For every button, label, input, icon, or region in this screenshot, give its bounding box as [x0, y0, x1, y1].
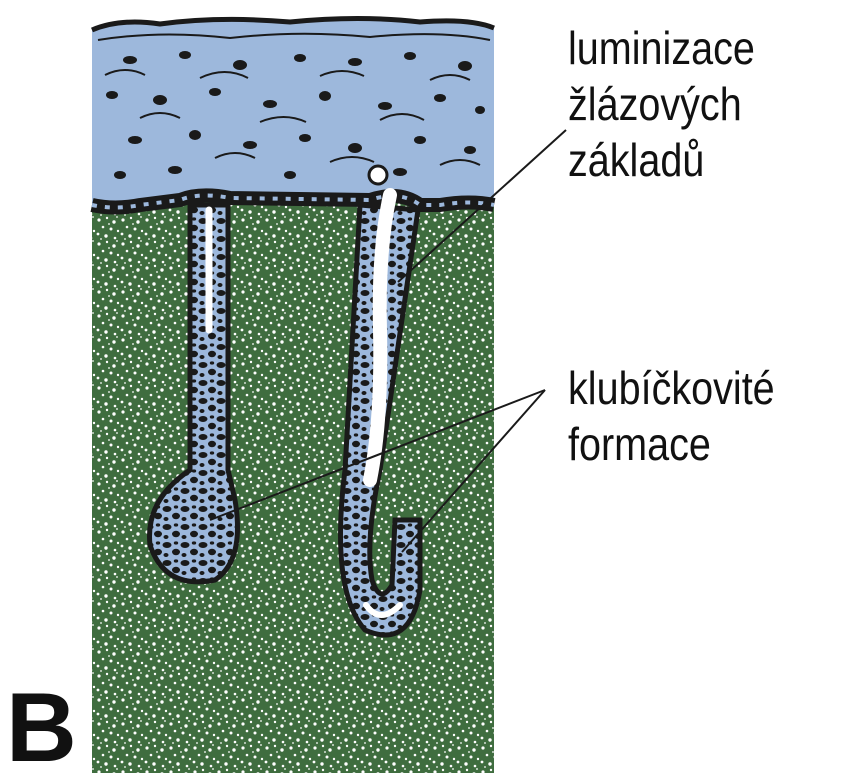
coiled-formation-label-line-2: formace: [568, 416, 775, 472]
lumenization-label-line-2: žlázových: [568, 76, 755, 132]
lumenization-label: luminizace žlázových základů: [568, 20, 755, 188]
dermis: [92, 195, 494, 773]
panel-letter: B: [6, 678, 77, 776]
coiled-formation-label-line-1: klubíčkovité: [568, 360, 775, 416]
coiled-formation-label: klubíčkovité formace: [568, 360, 775, 472]
lumenization-label-line-3: základů: [568, 132, 755, 188]
lumenization-label-line-1: luminizace: [568, 20, 755, 76]
